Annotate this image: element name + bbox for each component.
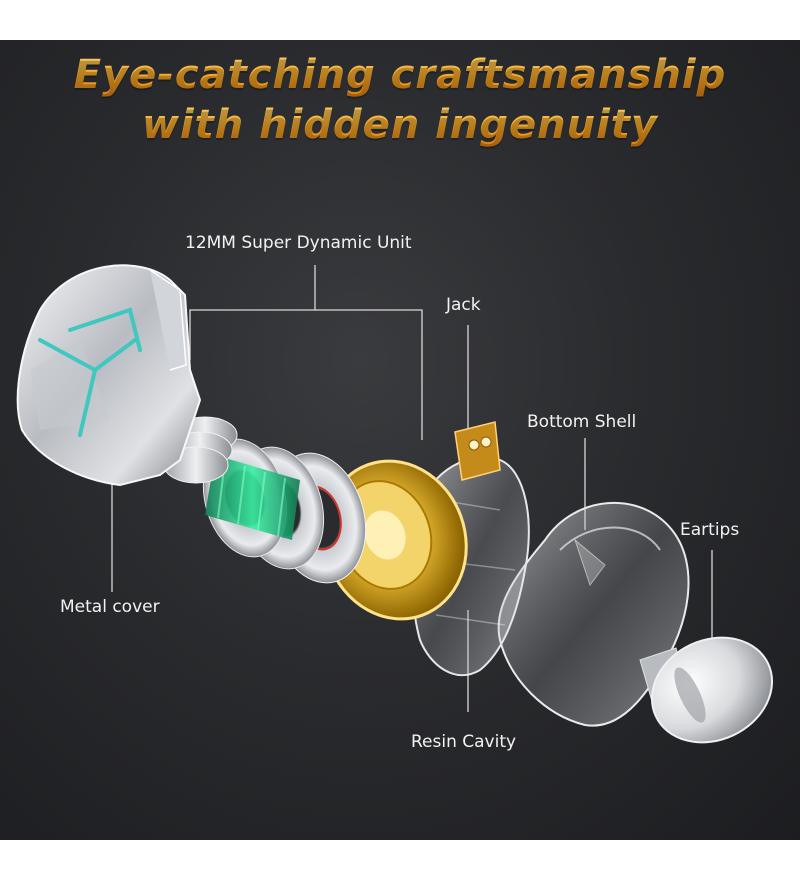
callout-eartips: Eartips [680,520,740,540]
coil-part [205,455,300,540]
headline-line-2: with hidden ingenuity [0,102,800,148]
callout-bottom-shell: Bottom Shell [527,412,637,432]
callout-driver: 12MM Super Dynamic Unit [185,233,412,253]
callout-metal-cover: Metal cover [60,597,160,617]
eartip-part [639,636,774,744]
jack-part [454,421,501,481]
headline-line-1: Eye-catching craftsmanship [0,52,800,98]
callout-resin-cavity: Resin Cavity [411,732,517,752]
metal-cover-part [16,264,202,487]
earphone-illustration [16,264,774,744]
callout-jack: Jack [446,295,481,315]
product-exploded-view: Eye-catching craftsmanship with hidden i… [0,40,800,840]
